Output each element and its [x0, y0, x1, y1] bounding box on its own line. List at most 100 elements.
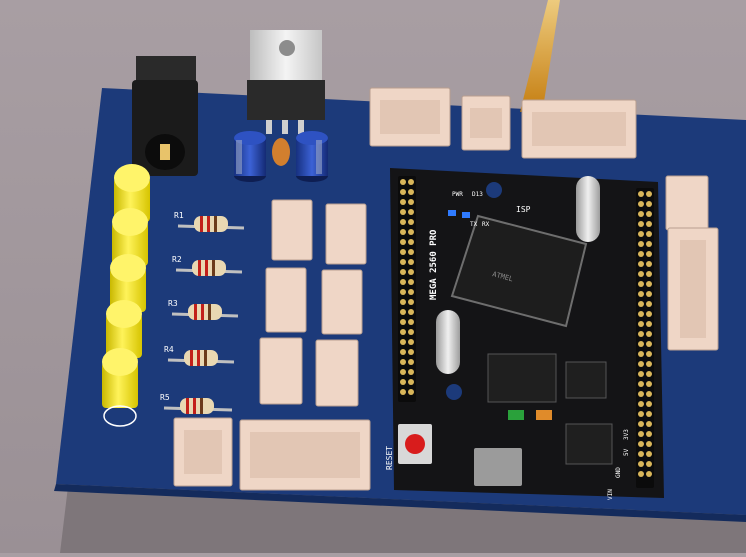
connector-top-2: [461, 95, 511, 151]
header-pin: [400, 259, 406, 265]
connector-right-2: [667, 227, 719, 351]
mega-title: MEGA 2560 PRO: [429, 229, 439, 300]
header-pin: [408, 299, 414, 305]
led-column: [102, 164, 150, 427]
header-pin: [646, 291, 652, 297]
header-pin: [400, 339, 406, 345]
header-pin: [638, 341, 644, 347]
header-pin: [400, 279, 406, 285]
header-pin: [400, 269, 406, 275]
header-pin: [408, 329, 414, 335]
header-pin: [638, 381, 644, 387]
header-pin: [646, 371, 652, 377]
resistor-r2: R2: [172, 255, 243, 276]
header-pin: [646, 441, 652, 447]
led-4: [106, 300, 142, 358]
header-pin: [638, 301, 644, 307]
connector-grid: [259, 199, 367, 407]
header-pin: [408, 369, 414, 375]
d13-led: [536, 410, 552, 420]
connector-top-1: [369, 87, 451, 147]
svg-text:R2: R2: [172, 255, 182, 264]
header-pin: [638, 331, 644, 337]
header-pin: [638, 211, 644, 217]
gnd-label: GND: [615, 467, 622, 478]
header-pin: [646, 451, 652, 457]
header-pin: [646, 321, 652, 327]
header-pin: [638, 261, 644, 267]
header-pin: [646, 261, 652, 267]
header-pin: [408, 319, 414, 325]
rx-label: RX: [482, 221, 490, 228]
cable-streak: [520, 0, 560, 112]
header-pin: [638, 231, 644, 237]
reset-button[interactable]: [398, 424, 432, 464]
header-pin: [646, 431, 652, 437]
header-pin: [400, 329, 406, 335]
connector-bottom-2: [239, 419, 371, 491]
header-pin: [400, 309, 406, 315]
header-pin: [408, 209, 414, 215]
header-pin: [646, 341, 652, 347]
voltage-regulator: [247, 30, 325, 134]
header-pin: [638, 361, 644, 367]
header-pins-left: [398, 176, 416, 402]
header-pin: [638, 421, 644, 427]
header-pin: [400, 199, 406, 205]
dc-barrel-jack: [132, 56, 198, 176]
connector-bottom-1: [173, 417, 233, 487]
header-pin: [408, 229, 414, 235]
connector-mid-4: [321, 269, 363, 335]
header-pin: [408, 309, 414, 315]
usb-serial-chip: [487, 353, 557, 403]
header-pin: [646, 381, 652, 387]
connector-top-3: [521, 99, 637, 159]
header-pin: [408, 269, 414, 275]
header-pin: [646, 251, 652, 257]
header-pin: [638, 281, 644, 287]
mount-hole-1: [486, 182, 502, 198]
5v-label: 5V: [623, 448, 630, 456]
header-pin: [400, 289, 406, 295]
header-pin: [646, 191, 652, 197]
connector-mid-5: [259, 337, 303, 405]
3v3-label: 3V3: [623, 429, 630, 440]
header-pin: [400, 349, 406, 355]
header-pin: [638, 251, 644, 257]
atmega2560-chip: ATMEL: [450, 214, 588, 328]
header-pin: [646, 241, 652, 247]
led-5: [102, 348, 138, 427]
header-pin: [646, 221, 652, 227]
pwr-led: [508, 410, 524, 420]
header-pin: [408, 249, 414, 255]
header-pin: [408, 179, 414, 185]
header-pin: [646, 361, 652, 367]
ceramic-capacitor: [272, 138, 290, 166]
header-pin: [638, 271, 644, 277]
header-pin: [400, 209, 406, 215]
led-2: [112, 208, 148, 266]
svg-text:R1: R1: [174, 211, 184, 220]
header-pin: [646, 281, 652, 287]
header-pin: [400, 299, 406, 305]
header-pin: [646, 391, 652, 397]
header-pin: [646, 271, 652, 277]
header-pin: [638, 291, 644, 297]
header-pin: [400, 369, 406, 375]
ic-chip: [565, 423, 613, 465]
header-pin: [638, 321, 644, 327]
header-pin: [400, 249, 406, 255]
header-pin: [408, 349, 414, 355]
header-pin: [408, 289, 414, 295]
connector-mid-1: [271, 199, 313, 261]
header-pin: [638, 471, 644, 477]
connector-mid-6: [315, 339, 359, 407]
header-pin: [408, 339, 414, 345]
header-pin: [638, 391, 644, 397]
header-pin: [408, 259, 414, 265]
tx-label: TX: [470, 221, 478, 228]
header-pin: [638, 241, 644, 247]
connector-right-1: [665, 175, 709, 231]
header-pin: [408, 279, 414, 285]
